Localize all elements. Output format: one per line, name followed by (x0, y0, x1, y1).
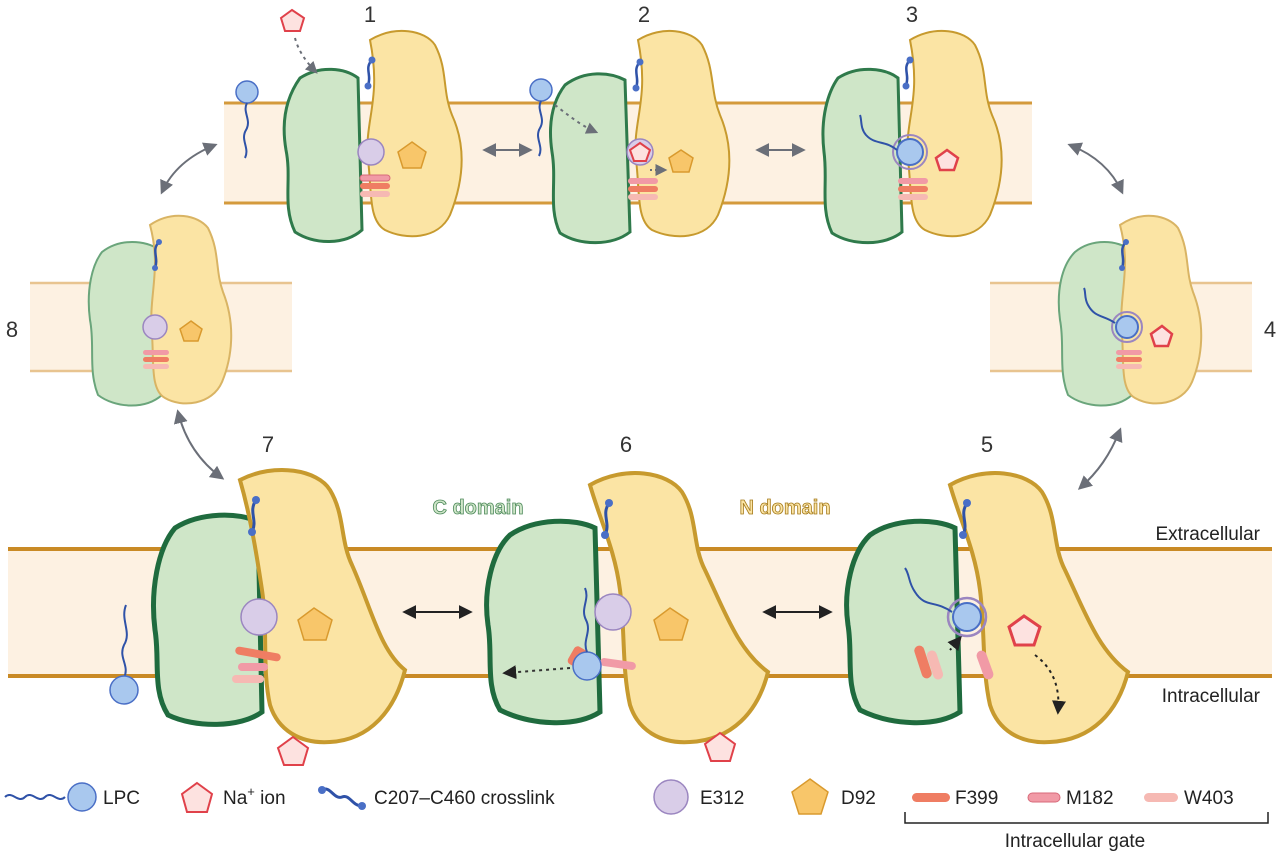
legend-e312: E312 (700, 788, 744, 809)
lpc-tail-icon (4, 794, 66, 800)
legend-gate: Intracellular gate (1005, 831, 1145, 852)
legend-f399: F399 (955, 788, 998, 809)
w403-icon (1144, 793, 1178, 802)
transporter-state-8 (87, 214, 233, 407)
legend-lpc: LPC (103, 788, 140, 809)
f399-icon (912, 793, 950, 802)
na-ion-incoming (279, 8, 306, 32)
extracellular-label: Extracellular (1155, 524, 1260, 545)
state-label-3: 3 (906, 2, 918, 27)
transition-arrows (160, 142, 1124, 619)
d92-residue (397, 141, 427, 169)
transporter-state-3 (821, 29, 1003, 245)
state-label-5: 5 (981, 432, 993, 457)
state-label-2: 2 (638, 2, 650, 27)
gate-bracket (904, 812, 1269, 824)
lpc-lipid-free-1 (235, 80, 259, 159)
d92-icon (791, 778, 829, 815)
e312-icon (653, 779, 689, 815)
transporter-state-2 (548, 29, 731, 245)
transporter-state-7 (151, 468, 408, 745)
na-ion-released-6 (703, 731, 737, 762)
legend-na-ion: Na+ ion (223, 784, 286, 809)
n-domain-label: N domain (739, 497, 830, 519)
legend-m182: M182 (1066, 788, 1114, 809)
state-label-8: 8 (6, 317, 18, 342)
state-label-6: 6 (620, 432, 632, 457)
transporter-state-1 (282, 29, 463, 243)
lpc-lipid-2 (529, 78, 599, 157)
legend: LPC Na+ ion C207–C460 crosslink E312 D92… (4, 778, 1269, 852)
intracellular-label: Intracellular (1162, 686, 1261, 707)
state-label-4: 4 (1264, 317, 1276, 342)
crosslink-icon (321, 787, 363, 808)
state-label-1: 1 (364, 2, 376, 27)
legend-w403: W403 (1184, 788, 1234, 809)
na-ion-released-7 (276, 735, 310, 766)
lpc-lipid-7 (109, 604, 139, 705)
transporter-state-4 (1057, 214, 1203, 407)
c-domain-label: C domain (432, 497, 523, 519)
m182-icon (1027, 792, 1061, 803)
e312-residue (357, 138, 385, 166)
na-ion-icon (180, 781, 214, 813)
transporter-state-5 (844, 471, 1131, 745)
legend-d92: D92 (841, 788, 876, 809)
legend-crosslink: C207–C460 crosslink (374, 788, 555, 809)
transporter-state-6 (484, 471, 771, 745)
state-label-7: 7 (262, 432, 274, 457)
lpc-head-icon (67, 782, 97, 812)
